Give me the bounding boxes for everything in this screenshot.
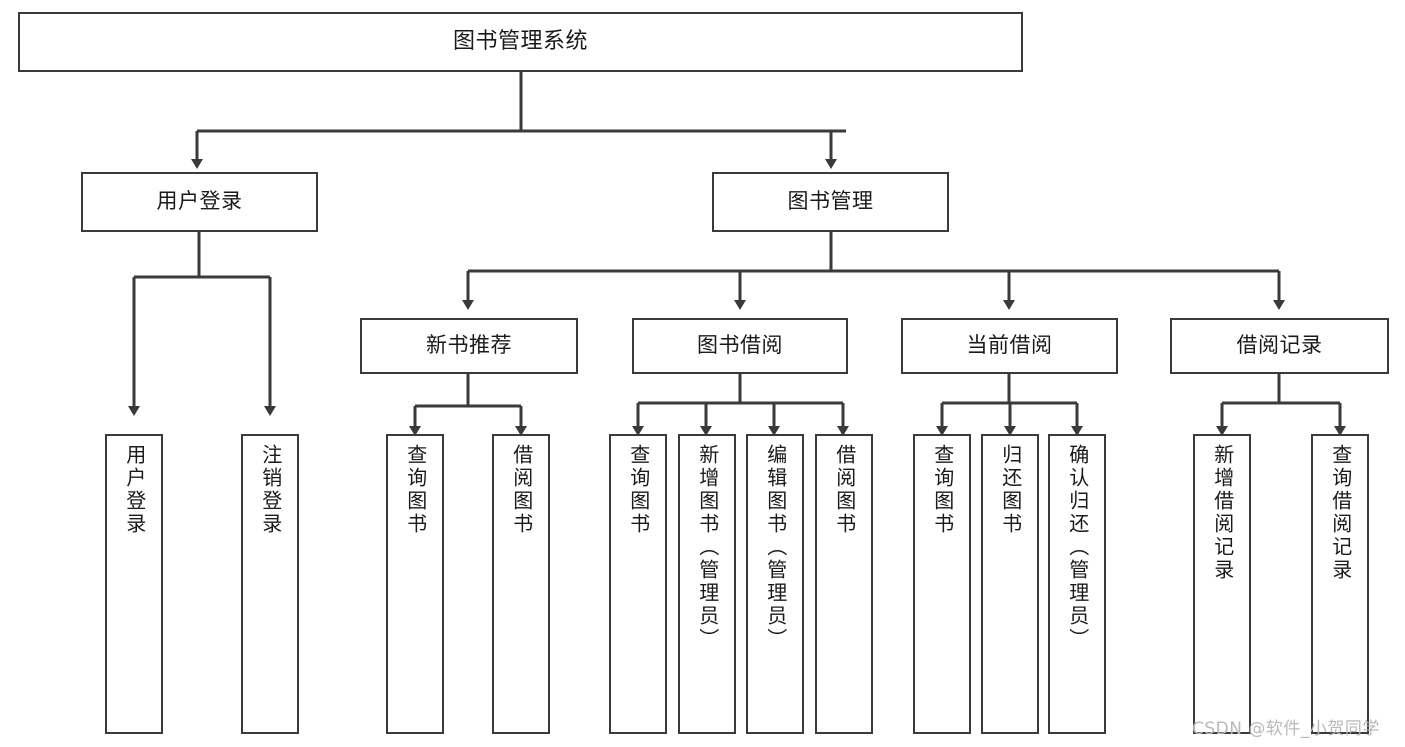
node-leaf-query-book-recommend[interactable]: 查询图书	[386, 434, 444, 734]
node-leaf-logout[interactable]: 注销登录	[241, 434, 299, 734]
node-leaf-return-book[interactable]: 归还图书	[981, 434, 1039, 734]
node-label: 借阅图书	[832, 444, 857, 536]
node-book-borrow[interactable]: 图书借阅	[632, 318, 848, 374]
node-book-management[interactable]: 图书管理	[712, 172, 949, 232]
node-label: 图书借阅	[697, 333, 783, 358]
node-label: 编辑图书（管理员）	[763, 444, 788, 651]
node-leaf-user-login[interactable]: 用户登录	[105, 434, 163, 734]
node-label: 查询借阅记录	[1328, 444, 1353, 582]
node-label: 归还图书	[998, 444, 1023, 536]
node-leaf-query-book-borrow[interactable]: 查询图书	[609, 434, 667, 734]
node-borrow-records[interactable]: 借阅记录	[1170, 318, 1389, 374]
node-leaf-query-borrow-record[interactable]: 查询借阅记录	[1311, 434, 1369, 734]
csdn-watermark: CSDN @软件_小贺同学	[1192, 719, 1380, 739]
node-leaf-edit-book-admin[interactable]: 编辑图书（管理员）	[746, 434, 804, 734]
node-leaf-add-borrow-record[interactable]: 新增借阅记录	[1193, 434, 1251, 734]
node-label: 查询图书	[403, 444, 428, 536]
node-label: 注销登录	[258, 444, 283, 536]
node-label: 查询图书	[930, 444, 955, 536]
node-label: 借阅记录	[1236, 333, 1323, 358]
node-label: 用户登录	[122, 444, 147, 536]
node-label: 新增图书（管理员）	[695, 444, 720, 651]
node-label: 图书管理系统	[452, 28, 588, 54]
node-leaf-query-book-current[interactable]: 查询图书	[913, 434, 971, 734]
node-label: 当前借阅	[966, 333, 1053, 358]
node-leaf-confirm-return-admin[interactable]: 确认归还（管理员）	[1048, 434, 1106, 734]
node-leaf-add-book-admin[interactable]: 新增图书（管理员）	[678, 434, 736, 734]
node-leaf-borrow-book-recommend[interactable]: 借阅图书	[492, 434, 550, 734]
node-label: 新增借阅记录	[1210, 444, 1235, 582]
node-new-book-recommend[interactable]: 新书推荐	[360, 318, 578, 374]
node-label: 图书管理	[787, 189, 874, 214]
node-root-book-management-system[interactable]: 图书管理系统	[18, 12, 1023, 72]
node-label: 确认归还（管理员）	[1065, 444, 1090, 651]
node-label: 借阅图书	[509, 444, 534, 536]
node-label: 新书推荐	[426, 333, 512, 358]
node-leaf-borrow-book[interactable]: 借阅图书	[815, 434, 873, 734]
node-user-login[interactable]: 用户登录	[81, 172, 318, 232]
node-current-borrow[interactable]: 当前借阅	[901, 318, 1118, 374]
node-label: 用户登录	[156, 189, 243, 214]
node-label: 查询图书	[626, 444, 651, 536]
